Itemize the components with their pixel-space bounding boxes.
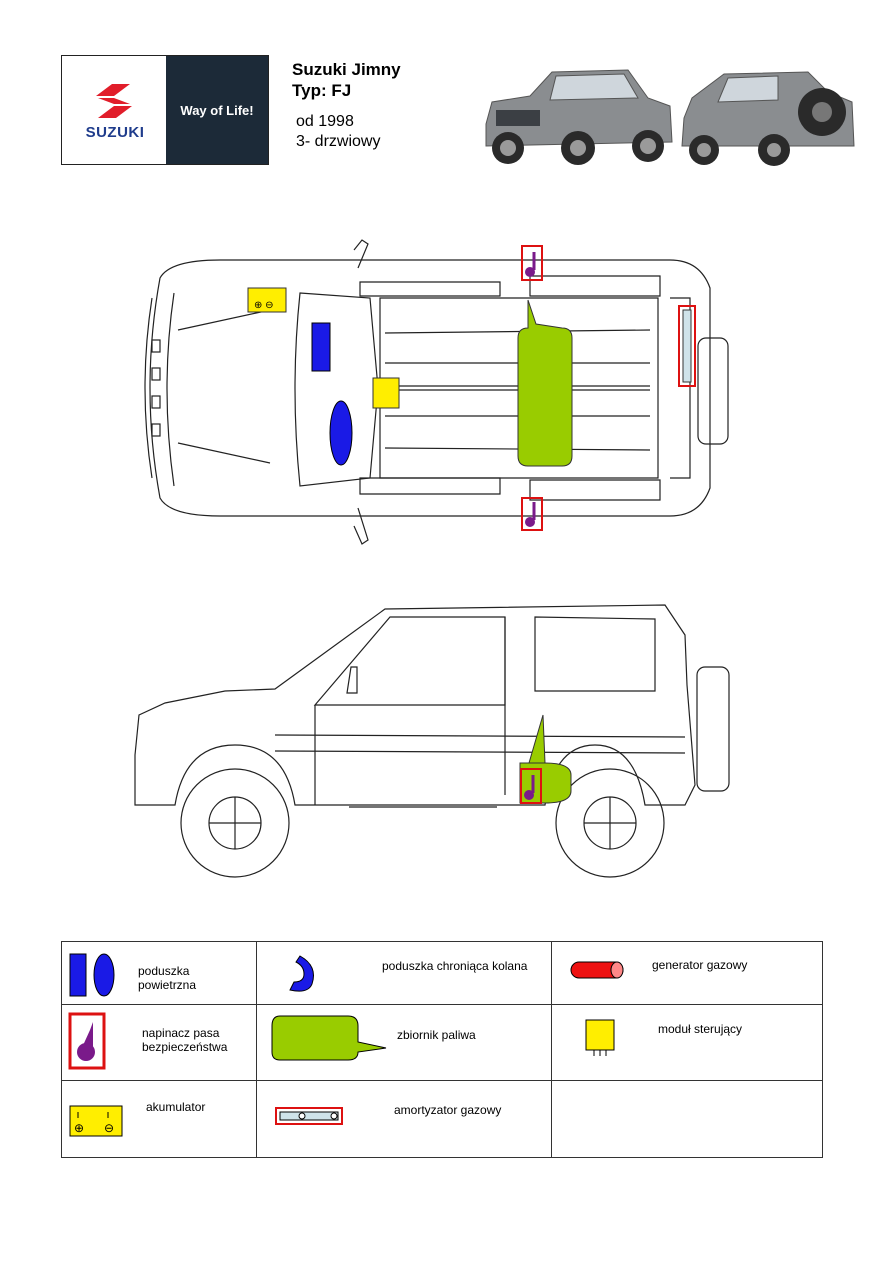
suzuki-s-icon xyxy=(96,84,132,118)
logo-left-panel: SUZUKI xyxy=(62,56,166,164)
legend-fuel-tank-label: zbiornik paliwa xyxy=(397,1028,476,1042)
legend-battery-label: akumulator xyxy=(146,1100,206,1114)
belt-tensioner-marker-right xyxy=(521,497,543,531)
svg-text:⊕ ⊖: ⊕ ⊖ xyxy=(254,300,274,311)
legend-gas-generator-label: generator gazowy xyxy=(652,958,748,972)
battery-marker: ⊕ ⊖ xyxy=(247,287,287,313)
fuel-tank-icon xyxy=(271,1015,387,1061)
side-view-diagram xyxy=(134,604,730,878)
control-module-icon xyxy=(585,1019,615,1056)
model-name: Suzuki Jimny xyxy=(292,60,401,79)
passenger-airbag-marker xyxy=(329,400,353,466)
knee-airbag-icon xyxy=(289,955,314,992)
slogan: Way of Life! xyxy=(166,56,268,164)
legend-table: poduszka powietrzna poduszka chroniąca k… xyxy=(61,941,823,1158)
battery-icon: ⊕ ⊖ xyxy=(69,1105,123,1137)
belt-tensioner-marker-left xyxy=(521,245,543,281)
fuel-filler-marker xyxy=(528,714,546,764)
gas-strut-marker xyxy=(678,305,696,387)
car-photo-rear xyxy=(681,71,855,166)
legend-airbag-label: poduszka powietrzna xyxy=(138,964,197,992)
side-view-body xyxy=(134,604,730,878)
model-title: Suzuki Jimny Typ: FJ xyxy=(292,59,401,101)
gas-generator-icon xyxy=(570,961,624,979)
top-view-diagram: ⊕ ⊖ xyxy=(144,239,729,545)
legend-belt-tensioner-label: napinacz pasa bezpieczeństwa xyxy=(142,1026,228,1054)
belt-tensioner-side-marker xyxy=(520,768,542,804)
svg-text:⊖: ⊖ xyxy=(104,1121,114,1135)
model-type: Typ: FJ xyxy=(292,81,352,100)
legend-gas-strut-label: amortyzator gazowy xyxy=(394,1103,502,1117)
brand-wordmark: SUZUKI xyxy=(85,124,145,141)
top-view-body xyxy=(144,239,729,545)
model-year: od 1998 xyxy=(296,113,354,130)
fuel-tank-marker xyxy=(517,299,573,467)
car-photo-front xyxy=(485,69,673,165)
model-doors: 3- drzwiowy xyxy=(296,133,381,150)
legend-knee-airbag-label: poduszka chroniąca kolana xyxy=(382,959,528,973)
car-photos xyxy=(485,69,855,166)
airbag-icon xyxy=(69,953,115,997)
model-details: od 1998 3- drzwiowy xyxy=(296,112,380,152)
brand-logo: SUZUKI Way of Life! xyxy=(61,55,269,165)
belt-tensioner-icon xyxy=(68,1012,106,1070)
svg-text:⊕: ⊕ xyxy=(74,1121,84,1135)
driver-airbag-marker xyxy=(311,322,331,372)
gas-strut-icon xyxy=(275,1107,343,1125)
legend-control-module-label: moduł sterujący xyxy=(658,1022,743,1036)
control-module-marker xyxy=(372,377,400,409)
